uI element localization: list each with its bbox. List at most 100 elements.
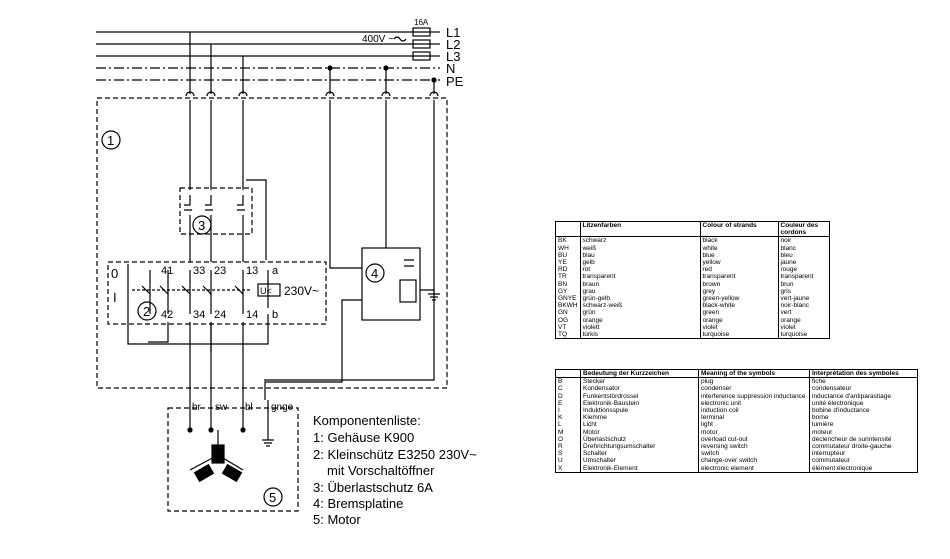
- fr-cell: vert-jaune: [780, 295, 810, 303]
- de-cell: gelb: [582, 259, 595, 267]
- wiring-diagram: 16A 400V ~ L1 L2 L3 N PE 1 2 3 4 5 0 I 4…: [96, 18, 477, 527]
- code-cell: GN: [558, 309, 568, 317]
- code-cell: R: [558, 443, 563, 451]
- en-cell: change-over switch: [701, 457, 757, 465]
- de-cell: grau: [582, 287, 596, 295]
- table-header: Bedeutung der Kurzzeichen Meaning of the…: [555, 368, 918, 379]
- de-cell: Klemme: [583, 414, 607, 422]
- de-cell: weiß: [582, 244, 597, 252]
- symbol-meaning-table: Bedeutung der Kurzzeichen Meaning of the…: [555, 368, 918, 473]
- en-cell: black: [702, 237, 718, 245]
- component-1: 1: Gehäuse K900: [313, 430, 414, 445]
- code-cell: OG: [558, 316, 569, 324]
- de-cell: schwarz: [582, 237, 607, 245]
- label-l3: L3: [446, 49, 460, 64]
- coil-label: U<: [260, 286, 272, 296]
- marker-2-label: 2: [143, 304, 150, 319]
- fr-cell: turquoise: [780, 331, 808, 339]
- marker-1-label: 1: [107, 133, 114, 148]
- contact-14: 14: [246, 309, 258, 321]
- fr-cell: moteur: [812, 428, 833, 436]
- en-cell: electronic unit: [701, 399, 742, 407]
- lead-gnge: gnge: [271, 402, 294, 413]
- de-cell: Stecker: [583, 378, 606, 386]
- de-cell: Funkentstördrossel: [583, 392, 639, 400]
- en-cell: light: [701, 421, 713, 429]
- contact-13: 13: [246, 265, 258, 277]
- en-cell: induction coil: [701, 407, 739, 415]
- marker-4-label: 4: [371, 266, 378, 281]
- en-cell: overload cut-out: [701, 435, 748, 443]
- code-column: BK WH BU YE RD TR BN GY GNYE BKWH GN OG …: [555, 236, 581, 340]
- code-cell: GNYE: [558, 295, 577, 303]
- en-cell: turquoise: [702, 331, 730, 339]
- header-code: [555, 368, 581, 379]
- fr-cell: blanc: [780, 244, 797, 252]
- code-cell: BK: [558, 237, 567, 245]
- component-2b: mit Vorschaltöffner: [327, 463, 435, 478]
- de-cell: Umschalter: [583, 457, 616, 465]
- fuse-label: 16A: [414, 18, 429, 27]
- en-cell: motor: [701, 428, 718, 436]
- marker-2: [137, 301, 157, 321]
- fr-cell: bleu: [780, 251, 793, 259]
- en-cell: transparent: [702, 273, 736, 281]
- code-cell: BU: [558, 251, 568, 259]
- marker-5: [263, 487, 283, 507]
- header-en: Colour of strands: [699, 220, 779, 238]
- code-cell: C: [558, 385, 563, 393]
- code-cell: BKWH: [558, 302, 578, 310]
- marker-5-label: 5: [269, 490, 276, 505]
- contact-33: 33: [193, 265, 205, 277]
- code-cell: X: [558, 464, 563, 472]
- marker-4: [365, 263, 385, 283]
- de-cell: Licht: [583, 421, 597, 429]
- de-cell: Elektronik-Baustein: [583, 399, 639, 407]
- en-cell: white: [702, 244, 718, 252]
- fr-column: noir blanc bleu jaune rouge transparent …: [777, 236, 830, 340]
- de-column: schwarz weiß blau gelb rot transparent b…: [579, 236, 701, 340]
- marker-1: [101, 130, 121, 150]
- fr-cell: vert: [780, 309, 792, 317]
- switch-pos-0: 0: [111, 266, 118, 281]
- lead-sw: sw: [215, 402, 228, 413]
- fr-cell: borne: [812, 414, 829, 422]
- header-de: Litzenfarben: [579, 220, 701, 238]
- code-cell: O: [558, 435, 564, 443]
- marker-3-label: 3: [198, 218, 205, 233]
- plug-terminals: [185, 91, 439, 97]
- en-column: plug condenser interference suppression …: [698, 377, 810, 473]
- fr-cell: violet: [780, 323, 796, 331]
- component-2: 2: Kleinschütz E3250 230V~: [313, 447, 477, 462]
- fr-column: fiche condensateur inductance d'antipara…: [809, 377, 918, 473]
- fr-cell: interrupteur: [812, 450, 846, 458]
- contact-42: 42: [161, 309, 173, 321]
- contactor-box: [107, 261, 327, 325]
- component-5: 5: Motor: [313, 512, 361, 527]
- code-cell: D: [558, 392, 563, 400]
- label-n: N: [446, 61, 455, 76]
- component-3: 3: Überlastschutz 6A: [313, 480, 433, 495]
- en-cell: brown: [702, 280, 721, 288]
- en-cell: terminal: [701, 414, 725, 422]
- fr-cell: bobine d'inductance: [812, 407, 870, 415]
- de-cell: violett: [582, 323, 600, 331]
- de-cell: rot: [582, 266, 591, 274]
- label-pe: PE: [446, 74, 464, 89]
- voltage-label: 400V ~: [362, 34, 394, 45]
- header-fr: Interprétation des symboles: [809, 368, 918, 379]
- component-4: 4: Bremsplatine: [313, 496, 403, 511]
- header-de: Bedeutung der Kurzzeichen: [580, 368, 699, 379]
- coil-voltage: 230V~: [284, 284, 319, 298]
- en-cell: red: [702, 266, 712, 274]
- code-cell: S: [558, 450, 563, 458]
- en-cell: violet: [702, 323, 718, 331]
- fr-cell: brun: [780, 280, 794, 288]
- fr-cell: inductance d'antiparastiage: [812, 392, 891, 400]
- fr-cell: commutateur: [812, 457, 850, 465]
- de-cell: Schalter: [583, 450, 607, 458]
- en-cell: black-white: [702, 302, 736, 310]
- de-cell: Motor: [583, 428, 600, 436]
- en-cell: green: [702, 309, 720, 317]
- code-cell: TQ: [558, 331, 568, 339]
